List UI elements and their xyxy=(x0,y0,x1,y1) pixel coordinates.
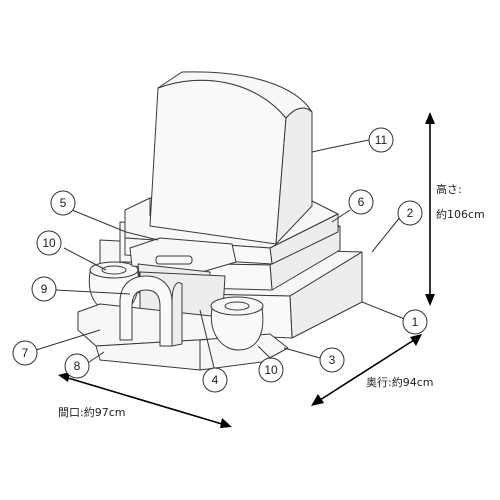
leader-lines xyxy=(35,139,413,377)
callout-2: 2 xyxy=(397,200,423,226)
callout-6: 6 xyxy=(348,189,374,215)
callout-4: 4 xyxy=(202,367,228,393)
svg-text:10: 10 xyxy=(42,236,56,250)
svg-text:3: 3 xyxy=(329,353,336,367)
depth-dimension xyxy=(311,334,422,406)
svg-text:1: 1 xyxy=(412,315,419,329)
callout-10-left: 10 xyxy=(36,230,62,256)
svg-text:7: 7 xyxy=(22,346,29,360)
height-label: 高さ: xyxy=(436,183,462,196)
svg-text:11: 11 xyxy=(375,133,388,147)
callout-10-right: 10 xyxy=(258,357,284,383)
callout-5: 5 xyxy=(50,190,76,216)
callout-11: 11 xyxy=(368,127,394,153)
height-value: 約106cm xyxy=(436,208,485,221)
front-steps xyxy=(77,303,289,371)
main-tombstone xyxy=(149,71,313,245)
svg-text:9: 9 xyxy=(41,282,48,296)
callouts: 11 6 2 5 10 9 1 7 8 3 10 4 xyxy=(12,127,428,393)
right-flower-vase xyxy=(210,296,264,351)
svg-text:8: 8 xyxy=(74,359,81,373)
height-dimension xyxy=(425,112,435,306)
width-dimension xyxy=(58,372,232,428)
callout-8: 8 xyxy=(64,353,90,379)
callout-7: 7 xyxy=(12,340,38,366)
svg-text:10: 10 xyxy=(264,363,278,377)
arch-stand xyxy=(119,275,183,347)
width-label: 間口:約97cm xyxy=(58,406,126,419)
svg-text:6: 6 xyxy=(358,195,365,209)
callout-3: 3 xyxy=(319,347,345,373)
svg-text:2: 2 xyxy=(407,206,414,220)
svg-text:5: 5 xyxy=(60,196,67,210)
svg-text:4: 4 xyxy=(212,373,219,387)
left-flower-vase xyxy=(88,261,139,313)
depth-label: 奥行:約94cm xyxy=(366,376,434,389)
callout-1: 1 xyxy=(402,309,428,335)
callout-9: 9 xyxy=(31,276,57,302)
